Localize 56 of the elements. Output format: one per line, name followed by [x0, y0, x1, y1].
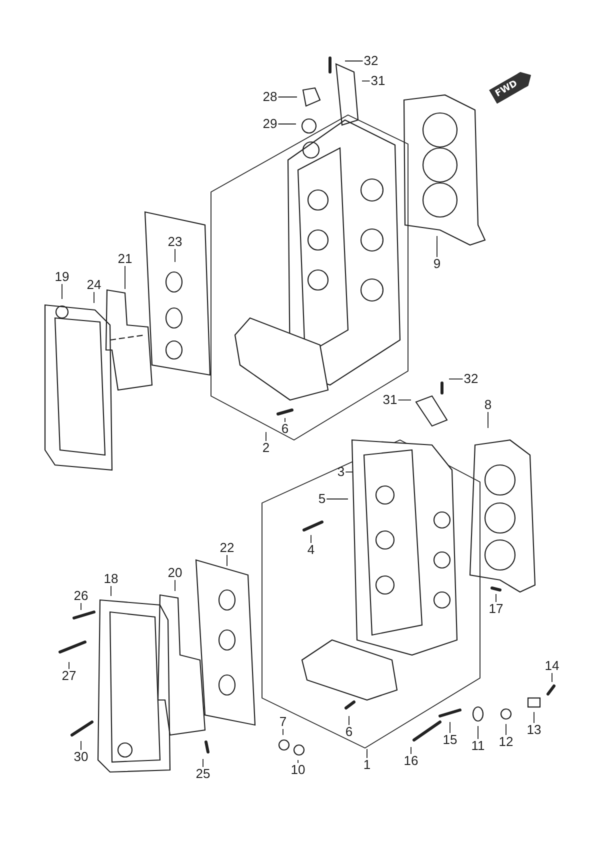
callout-number: 16	[402, 754, 420, 768]
callout-number: 26	[72, 589, 90, 603]
callout-number: 13	[526, 723, 542, 737]
leader-line	[344, 60, 364, 62]
leader-line	[366, 748, 368, 758]
callout-number: 6	[280, 422, 290, 436]
callout-number: 29	[262, 117, 278, 131]
leader-line	[124, 266, 126, 290]
callout-number: 32	[362, 54, 380, 68]
callout-number: 31	[370, 74, 386, 88]
leader-line	[110, 586, 112, 596]
leader-line	[348, 716, 350, 726]
callout-number: 27	[60, 669, 78, 683]
leader-line	[436, 236, 438, 258]
leader-line	[448, 378, 464, 380]
callout-number: 20	[166, 566, 184, 580]
leader-line	[410, 746, 412, 754]
leader-line	[282, 728, 284, 736]
callout-number: 11	[470, 739, 486, 753]
callout-number: 3	[336, 465, 346, 479]
callout-number: 25	[194, 767, 212, 781]
leader-line	[362, 80, 370, 82]
leader-line	[68, 662, 70, 670]
leader-line	[278, 96, 298, 98]
leader-line	[226, 554, 228, 566]
callout-number: 7	[278, 715, 288, 729]
callout-number: 30	[72, 750, 90, 764]
callout-number: 19	[54, 270, 70, 284]
callout-number: 8	[483, 398, 493, 412]
callout-number: 28	[262, 90, 278, 104]
callout-number: 12	[498, 735, 514, 749]
leader-line	[202, 758, 204, 768]
callout-number: 5	[317, 492, 327, 506]
callout-number: 2	[261, 441, 271, 455]
callout-number: 17	[488, 602, 504, 616]
callout-number: 4	[306, 543, 316, 557]
callout-number: 10	[290, 763, 306, 777]
leader-line	[310, 534, 312, 544]
leader-line	[326, 498, 348, 500]
callout-number: 23	[166, 235, 184, 249]
callout-number: 18	[102, 572, 120, 586]
leader-line	[80, 740, 82, 750]
callout-number: 6	[344, 725, 354, 739]
callout-number: 21	[116, 252, 134, 266]
callout-number: 14	[544, 659, 560, 673]
callout-number: 1	[362, 758, 372, 772]
callout-number: 9	[432, 257, 442, 271]
callout-number: 22	[218, 541, 236, 555]
callout-number: 31	[382, 393, 398, 407]
leader-line	[80, 602, 82, 610]
callout-number: 32	[462, 372, 480, 386]
callout-number: 15	[442, 733, 458, 747]
callout-number: 24	[86, 278, 102, 292]
leader-line	[174, 248, 176, 262]
leader-line	[174, 580, 176, 592]
leader-line	[284, 418, 286, 422]
